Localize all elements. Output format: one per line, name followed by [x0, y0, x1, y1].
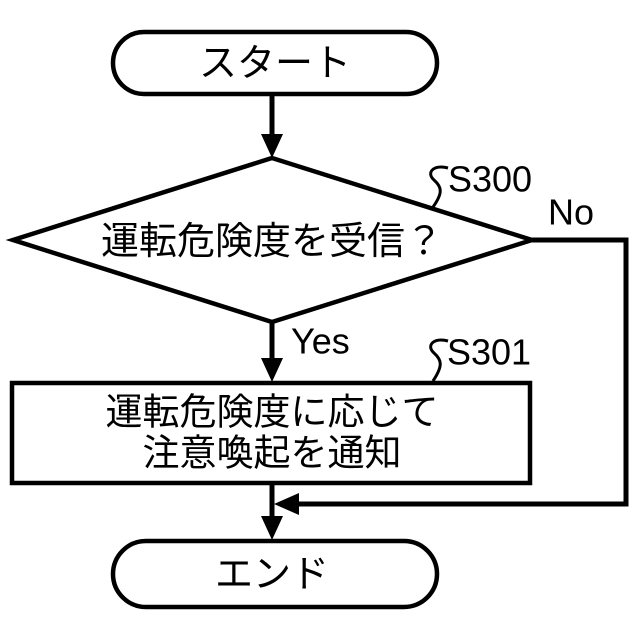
arrowhead-down-icon — [261, 134, 283, 158]
process-label-line2: 注意喚起を通知 — [143, 433, 402, 474]
branch-label-no: No — [548, 192, 594, 233]
branch-label-yes: Yes — [291, 321, 350, 362]
arrowhead-down-icon — [261, 358, 283, 382]
flow-line-no-branch — [298, 237, 629, 507]
end-label: エンド — [215, 554, 329, 596]
step-label-s301: S301 — [447, 332, 531, 373]
leader-squiggle-s301-icon — [429, 338, 449, 382]
step-label-s300: S300 — [448, 159, 532, 200]
decision-label: 運転危険度を受信？ — [101, 221, 443, 263]
start-label: スタート — [199, 43, 351, 85]
arrowhead-down-icon — [261, 516, 283, 540]
end-terminator-shape — [110, 538, 440, 610]
process-label-line1: 運転危険度に応じて — [106, 392, 439, 433]
leader-squiggle-s300-icon — [429, 165, 449, 208]
start-terminator-shape — [110, 29, 440, 97]
arrowhead-left-icon — [274, 493, 299, 515]
